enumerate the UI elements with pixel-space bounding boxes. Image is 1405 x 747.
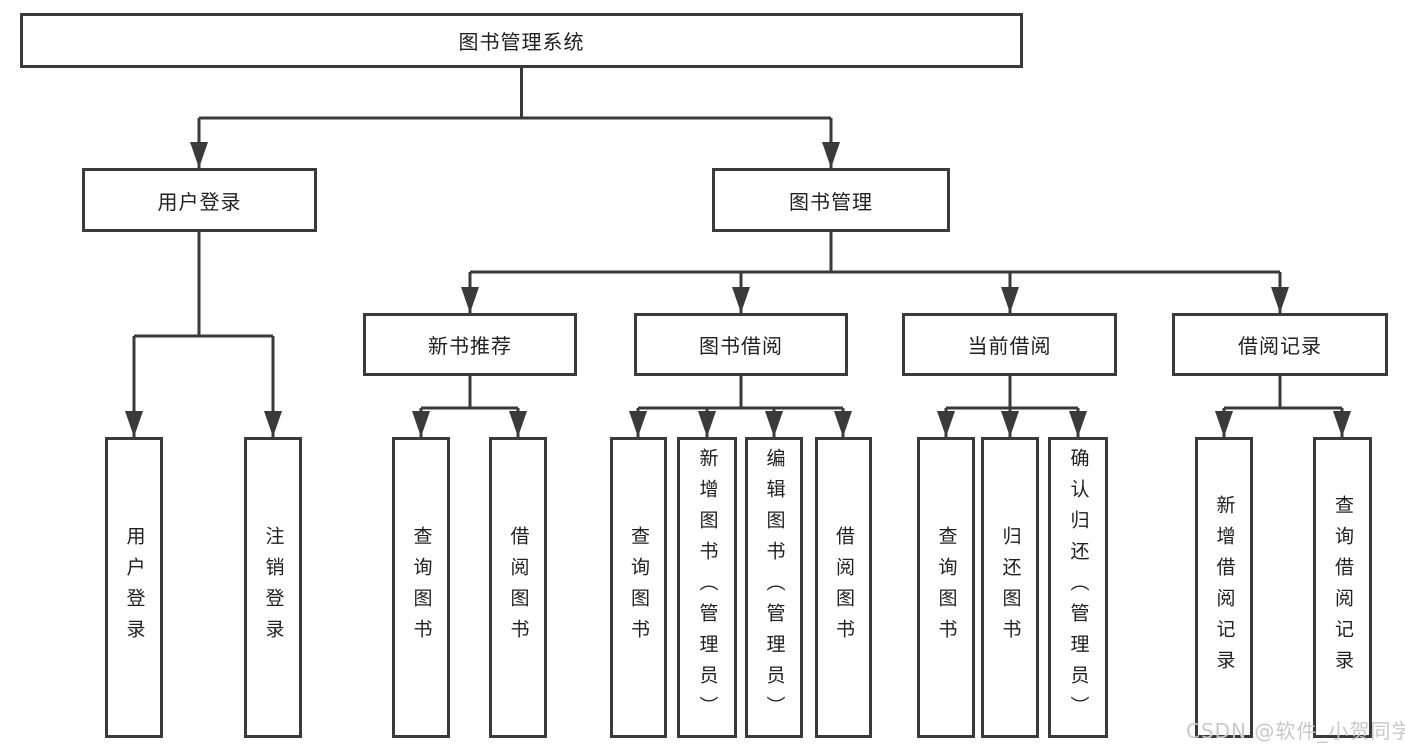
leaf-query-books-borrow: 查询图书 [610, 437, 667, 738]
leaf-label: 编辑图书（管理员） [763, 448, 786, 727]
node-book-management: 图书管理 [712, 168, 950, 232]
leaf-label: 借阅图书 [507, 525, 530, 650]
csdn-watermark: CSDN @软件_小贺同学 [1186, 719, 1405, 743]
leaf-label: 用户登录 [123, 525, 146, 650]
leaf-edit-books-admin: 编辑图书（管理员） [745, 437, 803, 738]
leaf-confirm-return-admin: 确认归还（管理员） [1048, 437, 1108, 738]
leaf-user-login: 用户登录 [105, 437, 163, 738]
leaf-label: 新增图书（管理员） [696, 448, 719, 727]
node-current-borrowing: 当前借阅 [902, 313, 1117, 376]
leaf-label: 借阅图书 [833, 525, 855, 650]
leaf-add-borrow-record: 新增借阅记录 [1195, 437, 1253, 738]
leaf-query-books-current: 查询图书 [917, 437, 975, 738]
leaf-label: 查询图书 [935, 525, 958, 650]
leaf-label: 确认归还（管理员） [1067, 448, 1090, 727]
leaf-borrow-books-recommend: 借阅图书 [489, 437, 547, 738]
leaf-add-books-admin: 新增图书（管理员） [677, 437, 737, 738]
node-user-login: 用户登录 [82, 168, 317, 232]
node-new-book-recommendation: 新书推荐 [363, 313, 577, 376]
leaf-logout: 注销登录 [244, 437, 302, 738]
leaf-label: 查询借阅记录 [1332, 494, 1354, 681]
leaf-query-books-recommend: 查询图书 [392, 437, 450, 738]
leaf-label: 查询图书 [628, 525, 650, 650]
leaf-label: 归还图书 [999, 525, 1022, 650]
leaf-label: 查询图书 [410, 525, 433, 650]
leaf-query-borrow-record: 查询借阅记录 [1313, 437, 1372, 738]
leaf-label: 注销登录 [262, 525, 285, 650]
node-book-borrowing: 图书借阅 [634, 313, 848, 376]
node-borrowing-records: 借阅记录 [1172, 313, 1388, 376]
node-library-system-root: 图书管理系统 [20, 13, 1023, 68]
tree-edges [132, 68, 1344, 437]
leaf-borrow-books: 借阅图书 [815, 437, 872, 738]
leaf-return-books: 归还图书 [981, 437, 1039, 738]
leaf-label: 新增借阅记录 [1213, 494, 1236, 681]
